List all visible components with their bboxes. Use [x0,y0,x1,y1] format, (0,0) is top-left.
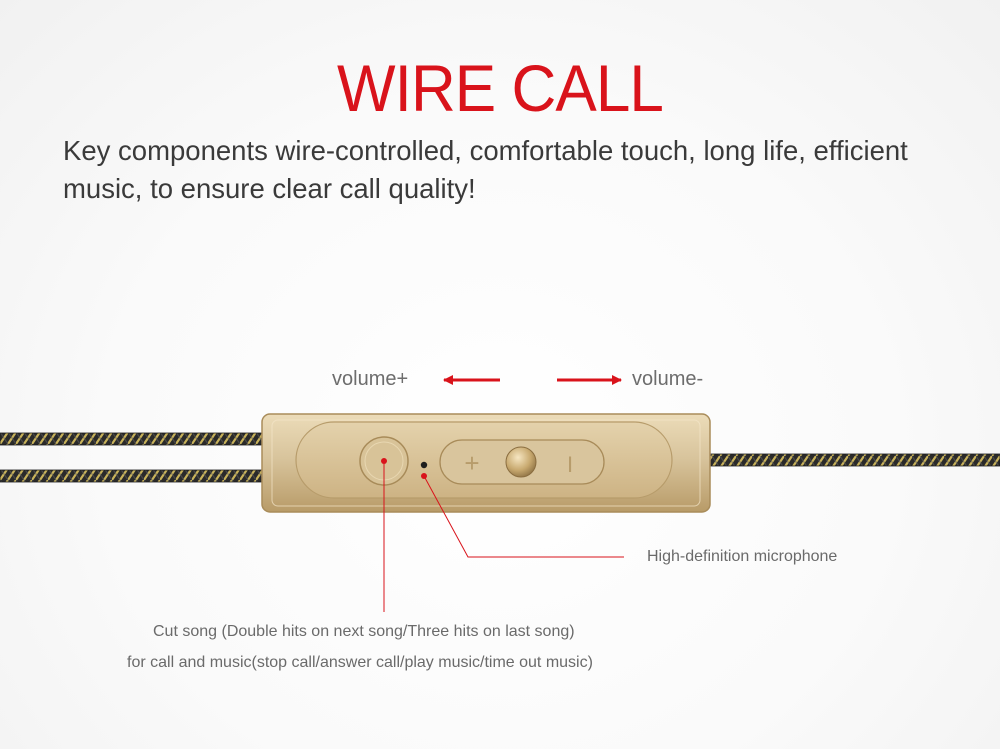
right-cable [704,453,1000,467]
minus-mark: I [567,452,573,477]
remote-controller: + I [261,413,711,513]
page-subtitle: Key components wire-controlled, comforta… [63,135,908,204]
volume-down-label: volume- [632,368,704,390]
button-description-line1: Cut song (Double hits on next song/Three… [153,623,575,640]
volume-up-label: volume+ [332,368,409,390]
left-cable [0,432,271,483]
microphone-callout [421,473,624,558]
button-callout [381,458,387,612]
microphone-label: High-definition microphone [647,548,838,565]
volume-knob[interactable] [505,446,537,478]
button-description-line2: for call and music(stop call/answer call… [127,654,593,671]
page-title: WIRE CALL [337,51,664,125]
plus-mark: + [464,448,479,478]
microphone-hole [420,461,428,469]
